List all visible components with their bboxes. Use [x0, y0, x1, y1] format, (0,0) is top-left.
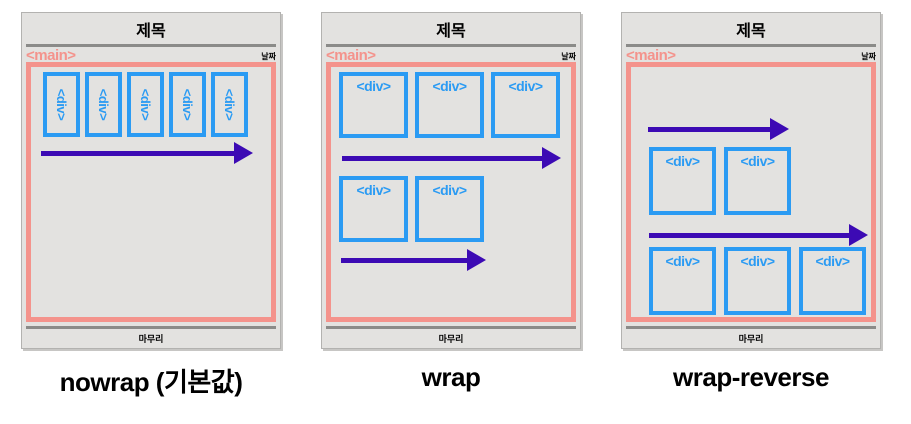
browser-mockup-wrap: 제목 <main> 날짜 <div> <div> <div> <div> <d [321, 12, 581, 349]
flex-line-2: <div> <div> [339, 176, 484, 242]
flex-line-1: <div> <div> <div> <div> <div> [43, 72, 248, 137]
div-item: <div> [649, 147, 716, 215]
arrow-head-icon [849, 224, 868, 246]
date-label: 날짜 [561, 52, 576, 61]
header-divider [326, 44, 576, 47]
flex-line-1: <div> <div> <div> [339, 72, 560, 138]
arrow-shaft [41, 150, 235, 156]
div-item: <div> [724, 247, 791, 315]
div-item: <div> [491, 72, 560, 138]
arrow-shaft [341, 257, 468, 263]
flow-arrow-right-icon [648, 117, 789, 141]
div-item: <div> [415, 72, 484, 138]
arrow-head-icon [770, 118, 789, 140]
figure-wrap: 제목 <main> 날짜 <div> <div> <div> <div> <d [321, 12, 581, 393]
div-item-label: <div> [96, 88, 111, 121]
flex-line-1: <div> <div> <div> [649, 247, 866, 315]
meta-row: <main> 날짜 [22, 47, 280, 64]
main-tag-label: <main> [626, 47, 676, 64]
div-item: <div> [724, 147, 791, 215]
main-tag-label: <main> [326, 47, 376, 64]
figure-nowrap: 제목 <main> 날짜 <div> <div> <div> <div> <di… [21, 12, 281, 399]
date-label: 날짜 [261, 52, 276, 61]
div-item: <div> [43, 72, 80, 137]
arrow-head-icon [467, 249, 486, 271]
div-item-label: <div> [180, 88, 195, 121]
div-item: <div> [211, 72, 248, 137]
caption-nowrap: nowrap (기본값) [59, 367, 243, 397]
main-tag-label: <main> [26, 47, 76, 64]
arrow-shaft [648, 126, 771, 132]
arrow-shaft [342, 155, 543, 161]
main-content-area: <div> <div> <div> <div> <div> [626, 62, 876, 322]
footer-divider [626, 326, 876, 329]
arrow-head-icon [542, 147, 561, 169]
figure-wrap-reverse: 제목 <main> 날짜 <div> <div> [621, 12, 881, 393]
flex-line-2: <div> <div> [649, 147, 791, 215]
main-content-area: <div> <div> <div> <div> <div> [326, 62, 576, 322]
page-title: 제목 [736, 23, 766, 40]
header-divider [626, 44, 876, 47]
header-divider [26, 44, 276, 47]
meta-row: <main> 날짜 [622, 47, 880, 64]
div-item: <div> [649, 247, 716, 315]
main-content-area: <div> <div> <div> <div> <div> [26, 62, 276, 322]
footer-divider [26, 326, 276, 329]
browser-mockup-nowrap: 제목 <main> 날짜 <div> <div> <div> <div> <di… [21, 12, 281, 349]
caption-wrap: wrap [421, 362, 481, 392]
div-item-label: <div> [222, 88, 237, 121]
div-item: <div> [339, 72, 408, 138]
div-item: <div> [415, 176, 484, 242]
page-title: 제목 [436, 23, 466, 40]
footer-label: 마무리 [138, 334, 164, 344]
caption-wrap-reverse: wrap-reverse [673, 362, 829, 392]
meta-row: <main> 날짜 [322, 47, 580, 64]
div-item: <div> [127, 72, 164, 137]
arrow-shaft [649, 232, 850, 238]
footer-divider [326, 326, 576, 329]
div-item: <div> [85, 72, 122, 137]
footer-label: 마무리 [438, 334, 464, 344]
flow-arrow-right-icon [649, 223, 868, 247]
page-title: 제목 [136, 23, 166, 40]
date-label: 날짜 [861, 52, 876, 61]
footer-label: 마무리 [738, 334, 764, 344]
browser-mockup-wrap-reverse: 제목 <main> 날짜 <div> <div> [621, 12, 881, 349]
div-item: <div> [799, 247, 866, 315]
flow-arrow-right-icon [341, 248, 486, 272]
flow-arrow-right-icon [342, 146, 561, 170]
arrow-head-icon [234, 142, 253, 164]
div-item: <div> [339, 176, 408, 242]
div-item-label: <div> [138, 88, 153, 121]
flow-arrow-right-icon [41, 141, 253, 165]
div-item-label: <div> [54, 88, 69, 121]
div-item: <div> [169, 72, 206, 137]
